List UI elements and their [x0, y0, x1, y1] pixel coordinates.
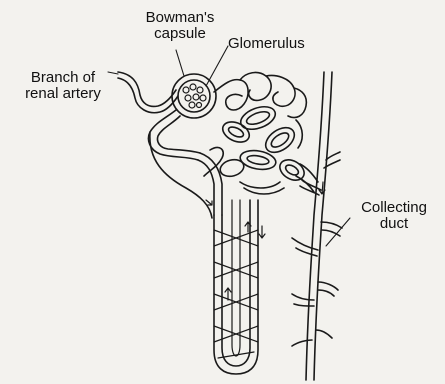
renal-artery-label: Branch of renal artery	[4, 70, 122, 102]
bowmans-capsule-label-line1: Bowman's	[132, 10, 228, 26]
renal-artery-label-line2: renal artery	[4, 86, 122, 102]
convoluted-tubule	[204, 102, 308, 194]
flow-arrow-down-right	[259, 226, 265, 238]
leader-bowmans-capsule	[176, 50, 184, 76]
renal-artery-branch	[118, 72, 176, 106]
leader-glomerulus	[206, 46, 228, 86]
collecting-duct-label-line2: duct	[346, 216, 442, 232]
bowmans-capsule-label: Bowman's capsule	[132, 10, 228, 42]
tubule-neck-inner	[157, 116, 200, 153]
glomerulus	[183, 84, 206, 108]
capillary-network	[214, 230, 258, 358]
glomerulus-label: Glomerulus	[228, 36, 305, 52]
renal-artery-branch-inner	[118, 78, 178, 113]
renal-artery-label-line1: Branch of	[4, 70, 122, 86]
collecting-duct-right-wall	[314, 72, 332, 380]
collecting-duct-label: Collecting duct	[346, 200, 442, 232]
bowmans-capsule-label-line2: capsule	[132, 26, 228, 42]
flow-arrow-tubule	[206, 200, 212, 205]
collecting-duct-label-line1: Collecting	[346, 200, 442, 216]
efferent-vessel	[214, 80, 248, 110]
descending-tubule-left	[198, 160, 214, 215]
